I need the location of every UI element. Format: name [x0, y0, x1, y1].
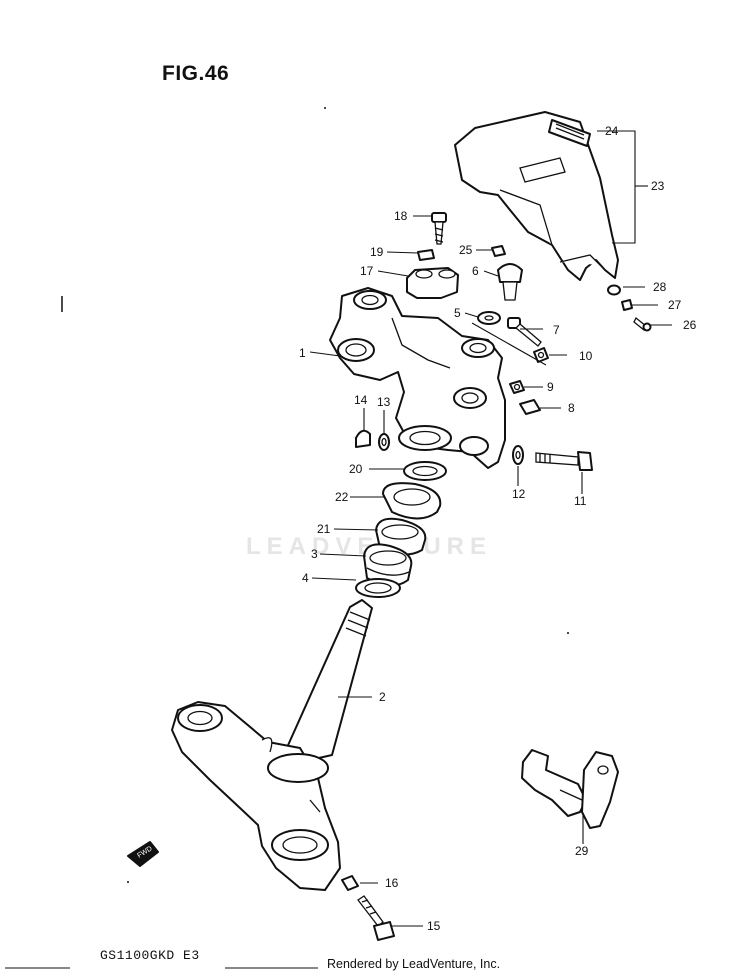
- callout-1: 1: [299, 346, 306, 360]
- race-4-part[interactable]: [355, 578, 401, 598]
- callout-23: 23: [651, 179, 665, 193]
- callout-4: 4: [302, 571, 309, 585]
- callout-8: 8: [568, 401, 575, 415]
- render-credit: Rendered by LeadVenture, Inc.: [327, 957, 501, 971]
- callout-7: 7: [553, 323, 560, 337]
- steering-stem-part[interactable]: [171, 599, 373, 891]
- callout-5: 5: [454, 306, 461, 320]
- dust-seal-22-part[interactable]: [382, 482, 442, 520]
- callout-27: 27: [668, 298, 682, 312]
- callout-labels: 1 2 3 4 5 6 7 8 9 10 11 12 13 14 15 16 1…: [299, 124, 697, 933]
- emblem-part[interactable]: [548, 119, 591, 147]
- bolt-6-part[interactable]: [497, 263, 523, 301]
- callout-29: 29: [575, 844, 589, 858]
- washer-13-part[interactable]: [378, 433, 390, 451]
- washer-28-part[interactable]: [607, 284, 621, 296]
- callout-24: 24: [605, 124, 619, 138]
- callout-26: 26: [683, 318, 697, 332]
- callout-12: 12: [512, 487, 526, 501]
- callout-2: 2: [379, 690, 386, 704]
- upper-bracket-part[interactable]: [329, 287, 506, 469]
- callout-22: 22: [335, 490, 349, 504]
- callout-14: 14: [354, 393, 368, 407]
- bolt-11-part[interactable]: [535, 451, 593, 471]
- callout-28: 28: [653, 280, 667, 294]
- callout-11: 11: [574, 494, 587, 508]
- callout-21: 21: [317, 522, 331, 536]
- nut-10-part[interactable]: [533, 347, 549, 363]
- screw-26-part[interactable]: [633, 316, 652, 332]
- callout-20: 20: [349, 462, 363, 476]
- nut-8-part[interactable]: [519, 399, 541, 415]
- fwd-arrow-badge: FWD: [127, 841, 159, 867]
- nut-19-part[interactable]: [417, 249, 435, 261]
- scan-marks: [5, 107, 569, 969]
- callout-6: 6: [472, 264, 479, 278]
- handlebar-holder-part[interactable]: [406, 267, 459, 299]
- washer-12-part[interactable]: [512, 445, 524, 465]
- callout-25: 25: [459, 243, 473, 257]
- callout-9: 9: [547, 380, 554, 394]
- model-code: GS1100GKD E3: [100, 948, 200, 963]
- callout-19: 19: [370, 245, 384, 259]
- bolt-15-part[interactable]: [357, 895, 395, 941]
- washer-5-part[interactable]: [477, 311, 501, 325]
- clip-25-part[interactable]: [491, 245, 506, 257]
- figure-title: FIG.46: [162, 62, 230, 85]
- bolt-18-part[interactable]: [431, 212, 447, 245]
- nut-27-part[interactable]: [621, 299, 633, 311]
- leader-lines: [309, 130, 672, 927]
- callout-18: 18: [394, 209, 408, 223]
- nut-20-part[interactable]: [403, 461, 447, 481]
- nut-9-part[interactable]: [509, 380, 525, 394]
- cap-nut-14-part[interactable]: [355, 429, 371, 448]
- bolt-7-part[interactable]: [507, 317, 542, 347]
- callout-3: 3: [311, 547, 318, 561]
- callout-10: 10: [579, 349, 593, 363]
- steering-lock-part[interactable]: [521, 749, 619, 829]
- nut-16-part[interactable]: [341, 875, 359, 891]
- callout-17: 17: [360, 264, 374, 278]
- callout-15: 15: [427, 919, 441, 933]
- callout-13: 13: [377, 395, 391, 409]
- headlight-cover-part[interactable]: [454, 111, 619, 281]
- callout-16: 16: [385, 876, 399, 890]
